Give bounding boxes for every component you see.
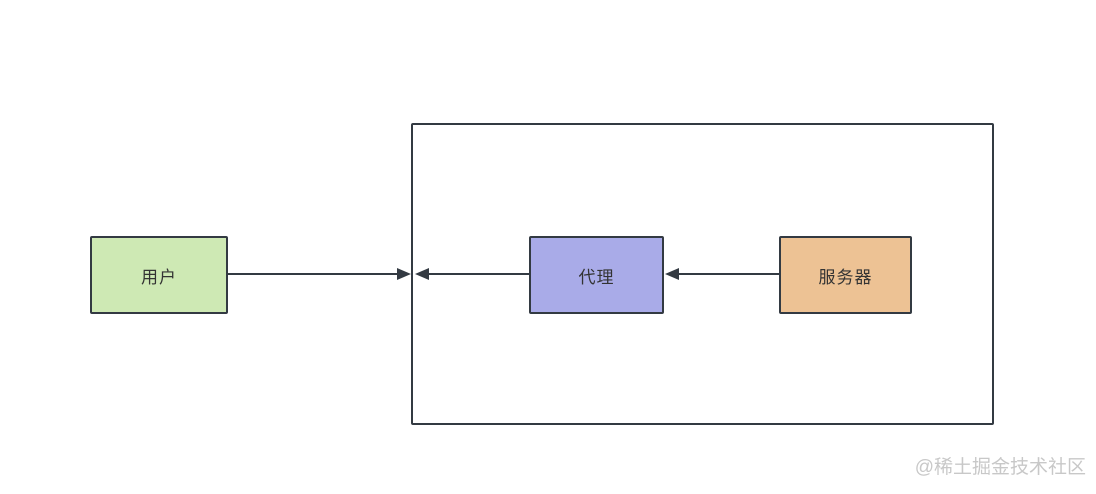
node-proxy: 代理: [529, 236, 664, 314]
node-user: 用户: [90, 236, 228, 314]
node-server-label: 服务器: [818, 267, 873, 287]
arrowhead-right-icon: [397, 268, 411, 280]
node-proxy-label: 代理: [578, 267, 615, 287]
node-user-label: 用户: [141, 267, 177, 287]
node-server: 服务器: [779, 236, 912, 314]
arrow-user-to-boundary: [228, 268, 411, 280]
watermark-text: @稀土掘金技术社区: [914, 457, 1086, 478]
